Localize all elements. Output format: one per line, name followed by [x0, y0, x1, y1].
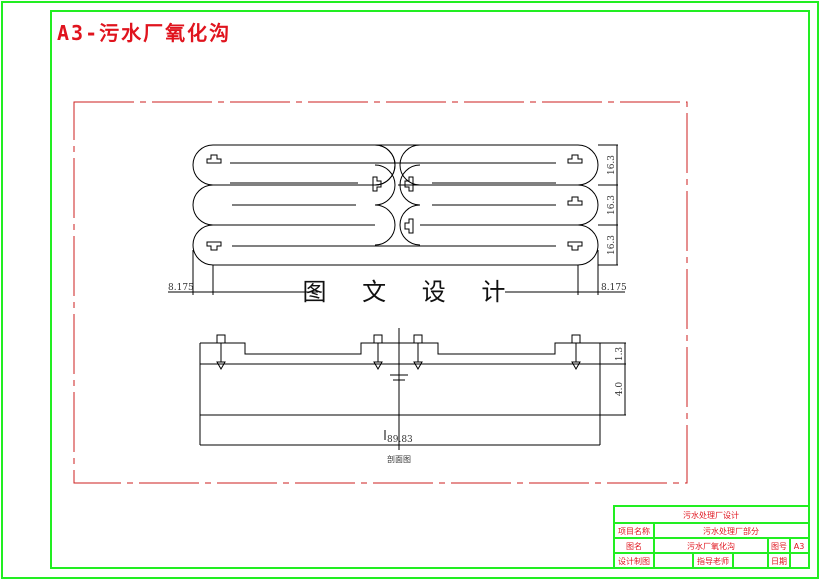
drawing-frame — [73, 101, 688, 484]
tb-drawing-no-value: A3 — [794, 542, 805, 551]
dim-length: 89.83 — [387, 435, 413, 445]
plan-view — [168, 144, 625, 295]
dim-right: 8.175 — [601, 283, 627, 293]
tb-drawing-name-label: 图名 — [626, 541, 642, 551]
section-view — [199, 328, 626, 450]
tb-advisor-label: 指导老师 — [697, 556, 729, 566]
sheet-title: A3-污水厂氧化沟 — [57, 21, 232, 45]
tb-project-design: 污水处理厂设计 — [683, 510, 739, 520]
section-caption: 剖面图 — [387, 454, 411, 464]
tb-drawing-name-value: 污水厂氧化沟 — [687, 541, 735, 551]
dim-left: 8.175 — [168, 283, 194, 293]
tb-project-name-value: 污水处理厂部分 — [703, 526, 759, 536]
dim-freeboard: 1.3 — [615, 347, 625, 362]
tb-drawing-no-label: 图号 — [771, 542, 787, 551]
tb-designer-label: 设计制图 — [618, 556, 650, 566]
watermark-label: 图 文 设 计 — [303, 278, 520, 306]
tb-date-label: 日期 — [771, 557, 787, 566]
dim-depth: 4.0 — [615, 382, 625, 397]
inner-border — [50, 10, 810, 569]
title-block — [613, 505, 810, 569]
dim-lane-3: 16.3 — [607, 235, 617, 255]
tb-project-name-label: 项目名称 — [618, 526, 650, 536]
dim-lane-2: 16.3 — [607, 195, 617, 215]
dim-lane-1: 16.3 — [607, 155, 617, 175]
